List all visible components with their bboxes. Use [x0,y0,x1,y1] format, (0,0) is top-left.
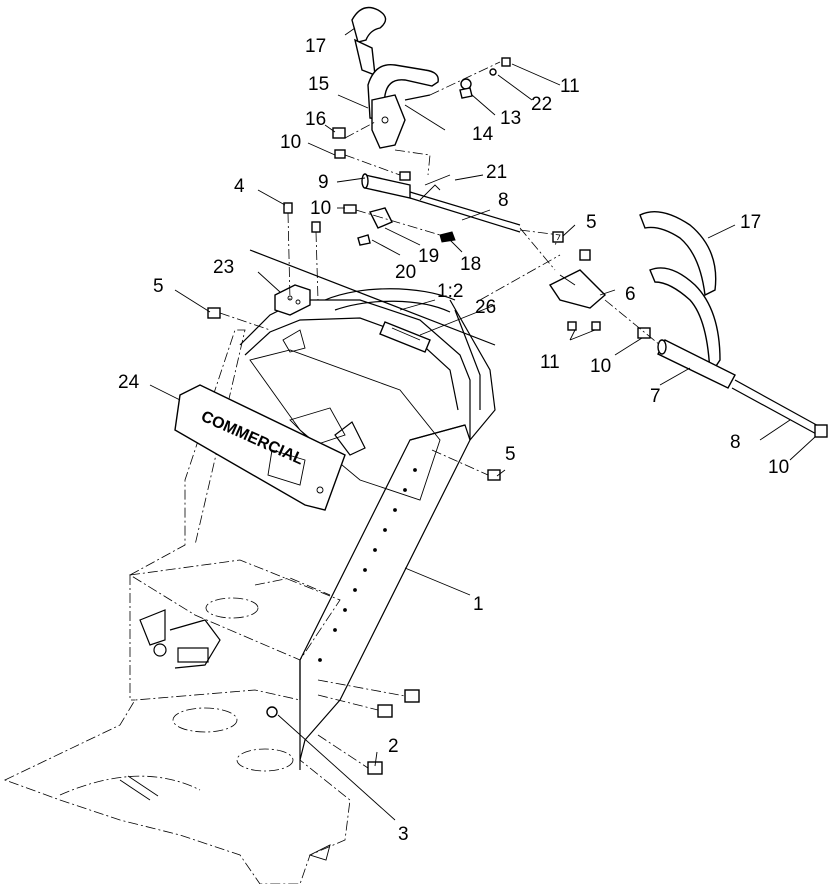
callout-16: 16 [305,109,326,130]
callout-2: 2 [388,736,399,757]
callout-5-mid: 5 [505,444,516,465]
callout-19: 19 [418,246,439,267]
callout-7: 7 [650,386,661,407]
callout-5-left: 5 [153,276,164,297]
callout-4: 4 [234,176,245,197]
handle-tube-left [361,173,521,233]
callout-13: 13 [500,108,521,129]
callout-6: 6 [625,284,636,305]
callout-17-top: 17 [305,36,326,57]
callout-23: 23 [213,257,234,278]
main-frame [128,288,496,770]
bolts [207,202,591,775]
callout-18: 18 [460,254,481,275]
callout-5-top: 5 [586,212,597,233]
callouts: 17 15 16 10 9 10 4 11 22 13 14 21 8 5 17… [118,36,789,845]
callout-10-a: 10 [280,132,301,153]
callout-26: 26 [475,297,496,318]
leader-lines [149,27,816,821]
callout-21: 21 [486,162,507,183]
callout-9: 9 [318,172,329,193]
callout-1: 1 [473,594,484,615]
base-plate [3,689,351,884]
callout-10-c: 10 [590,356,611,377]
bracket-6 [548,269,607,331]
callout-11-top: 11 [560,76,580,97]
grip-17-top [351,6,387,77]
handle-tube-right-7 [637,327,828,438]
scale-note: 1:2 [437,281,463,302]
callout-15: 15 [308,74,329,95]
hardware-13-22-11 [459,57,511,99]
callout-22: 22 [531,94,552,115]
callout-8-top: 8 [498,190,509,211]
decal-23 [274,284,311,316]
callout-8-right: 8 [730,432,741,453]
callout-17-right: 17 [740,212,761,233]
decal-26 [379,321,431,353]
callout-11-bottom: 11 [540,352,560,373]
callout-10-b: 10 [310,198,331,219]
callout-3: 3 [398,824,409,845]
callout-24: 24 [118,372,140,393]
grip-bracket-15 [332,63,439,149]
alignment-lines [219,61,661,769]
hardware-upper [334,149,456,246]
callout-10-d: 10 [768,457,789,478]
callout-20: 20 [395,262,416,283]
commercial-decal: COMMERCIAL [174,384,346,511]
control-cable [249,249,496,346]
callout-14: 14 [472,124,494,145]
